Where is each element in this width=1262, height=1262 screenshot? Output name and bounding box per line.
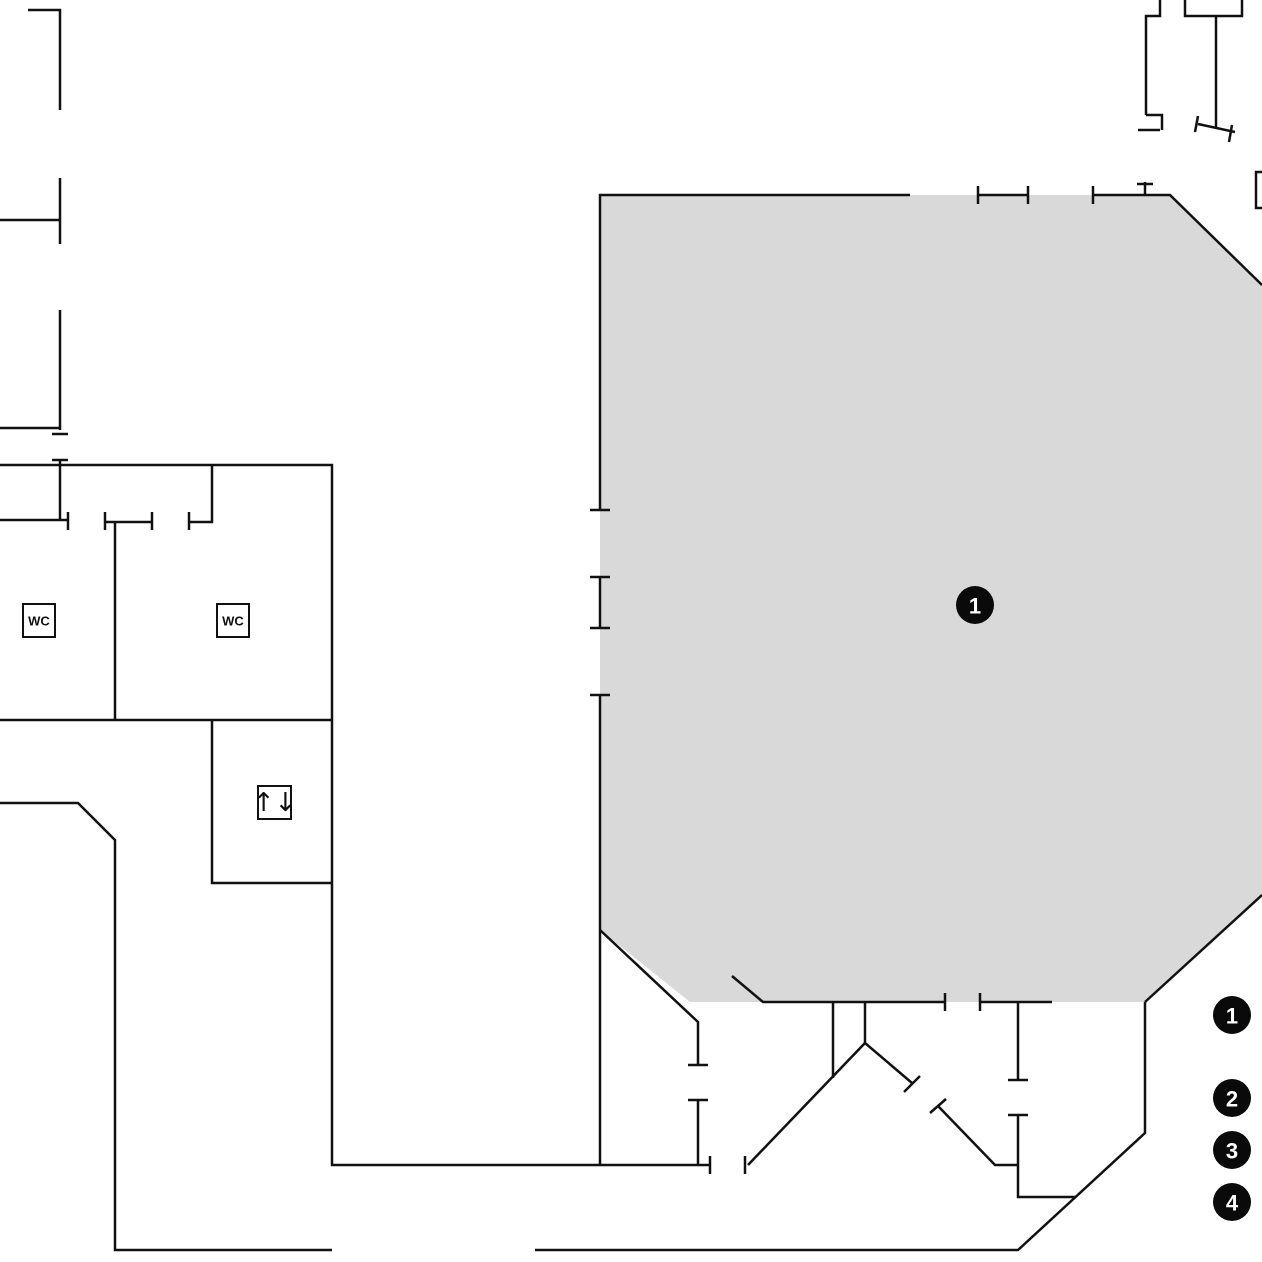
legend-item-2[interactable]: 2 [1213, 1079, 1251, 1117]
elevator-arrows: ↑↓ [253, 788, 297, 818]
legend-item-1[interactable]: 1 [1213, 996, 1251, 1034]
wc-icon: WC [22, 603, 56, 638]
legend-number: 2 [1226, 1087, 1238, 1112]
legend-number: 1 [1226, 1004, 1238, 1029]
legend-number: 4 [1226, 1191, 1239, 1216]
elevator-icon: ↑↓ [253, 785, 297, 820]
legend-item-4[interactable]: 4 [1213, 1183, 1251, 1221]
left-wing-walls [0, 8, 1147, 1252]
wc-label: WC [222, 614, 244, 629]
legend: 1 2 3 4 [1213, 996, 1251, 1221]
room-1-walls [590, 182, 1262, 1199]
room-marker-number: 1 [969, 594, 981, 619]
legend-item-3[interactable]: 3 [1213, 1131, 1251, 1169]
top-right-walls [1138, 0, 1262, 210]
wc-label: WC [28, 614, 50, 629]
legend-number: 3 [1226, 1139, 1238, 1164]
wc-icon: WC [216, 603, 250, 638]
room-marker-1[interactable]: 1 [956, 586, 994, 624]
highlighted-room-1[interactable] [600, 195, 1262, 1002]
